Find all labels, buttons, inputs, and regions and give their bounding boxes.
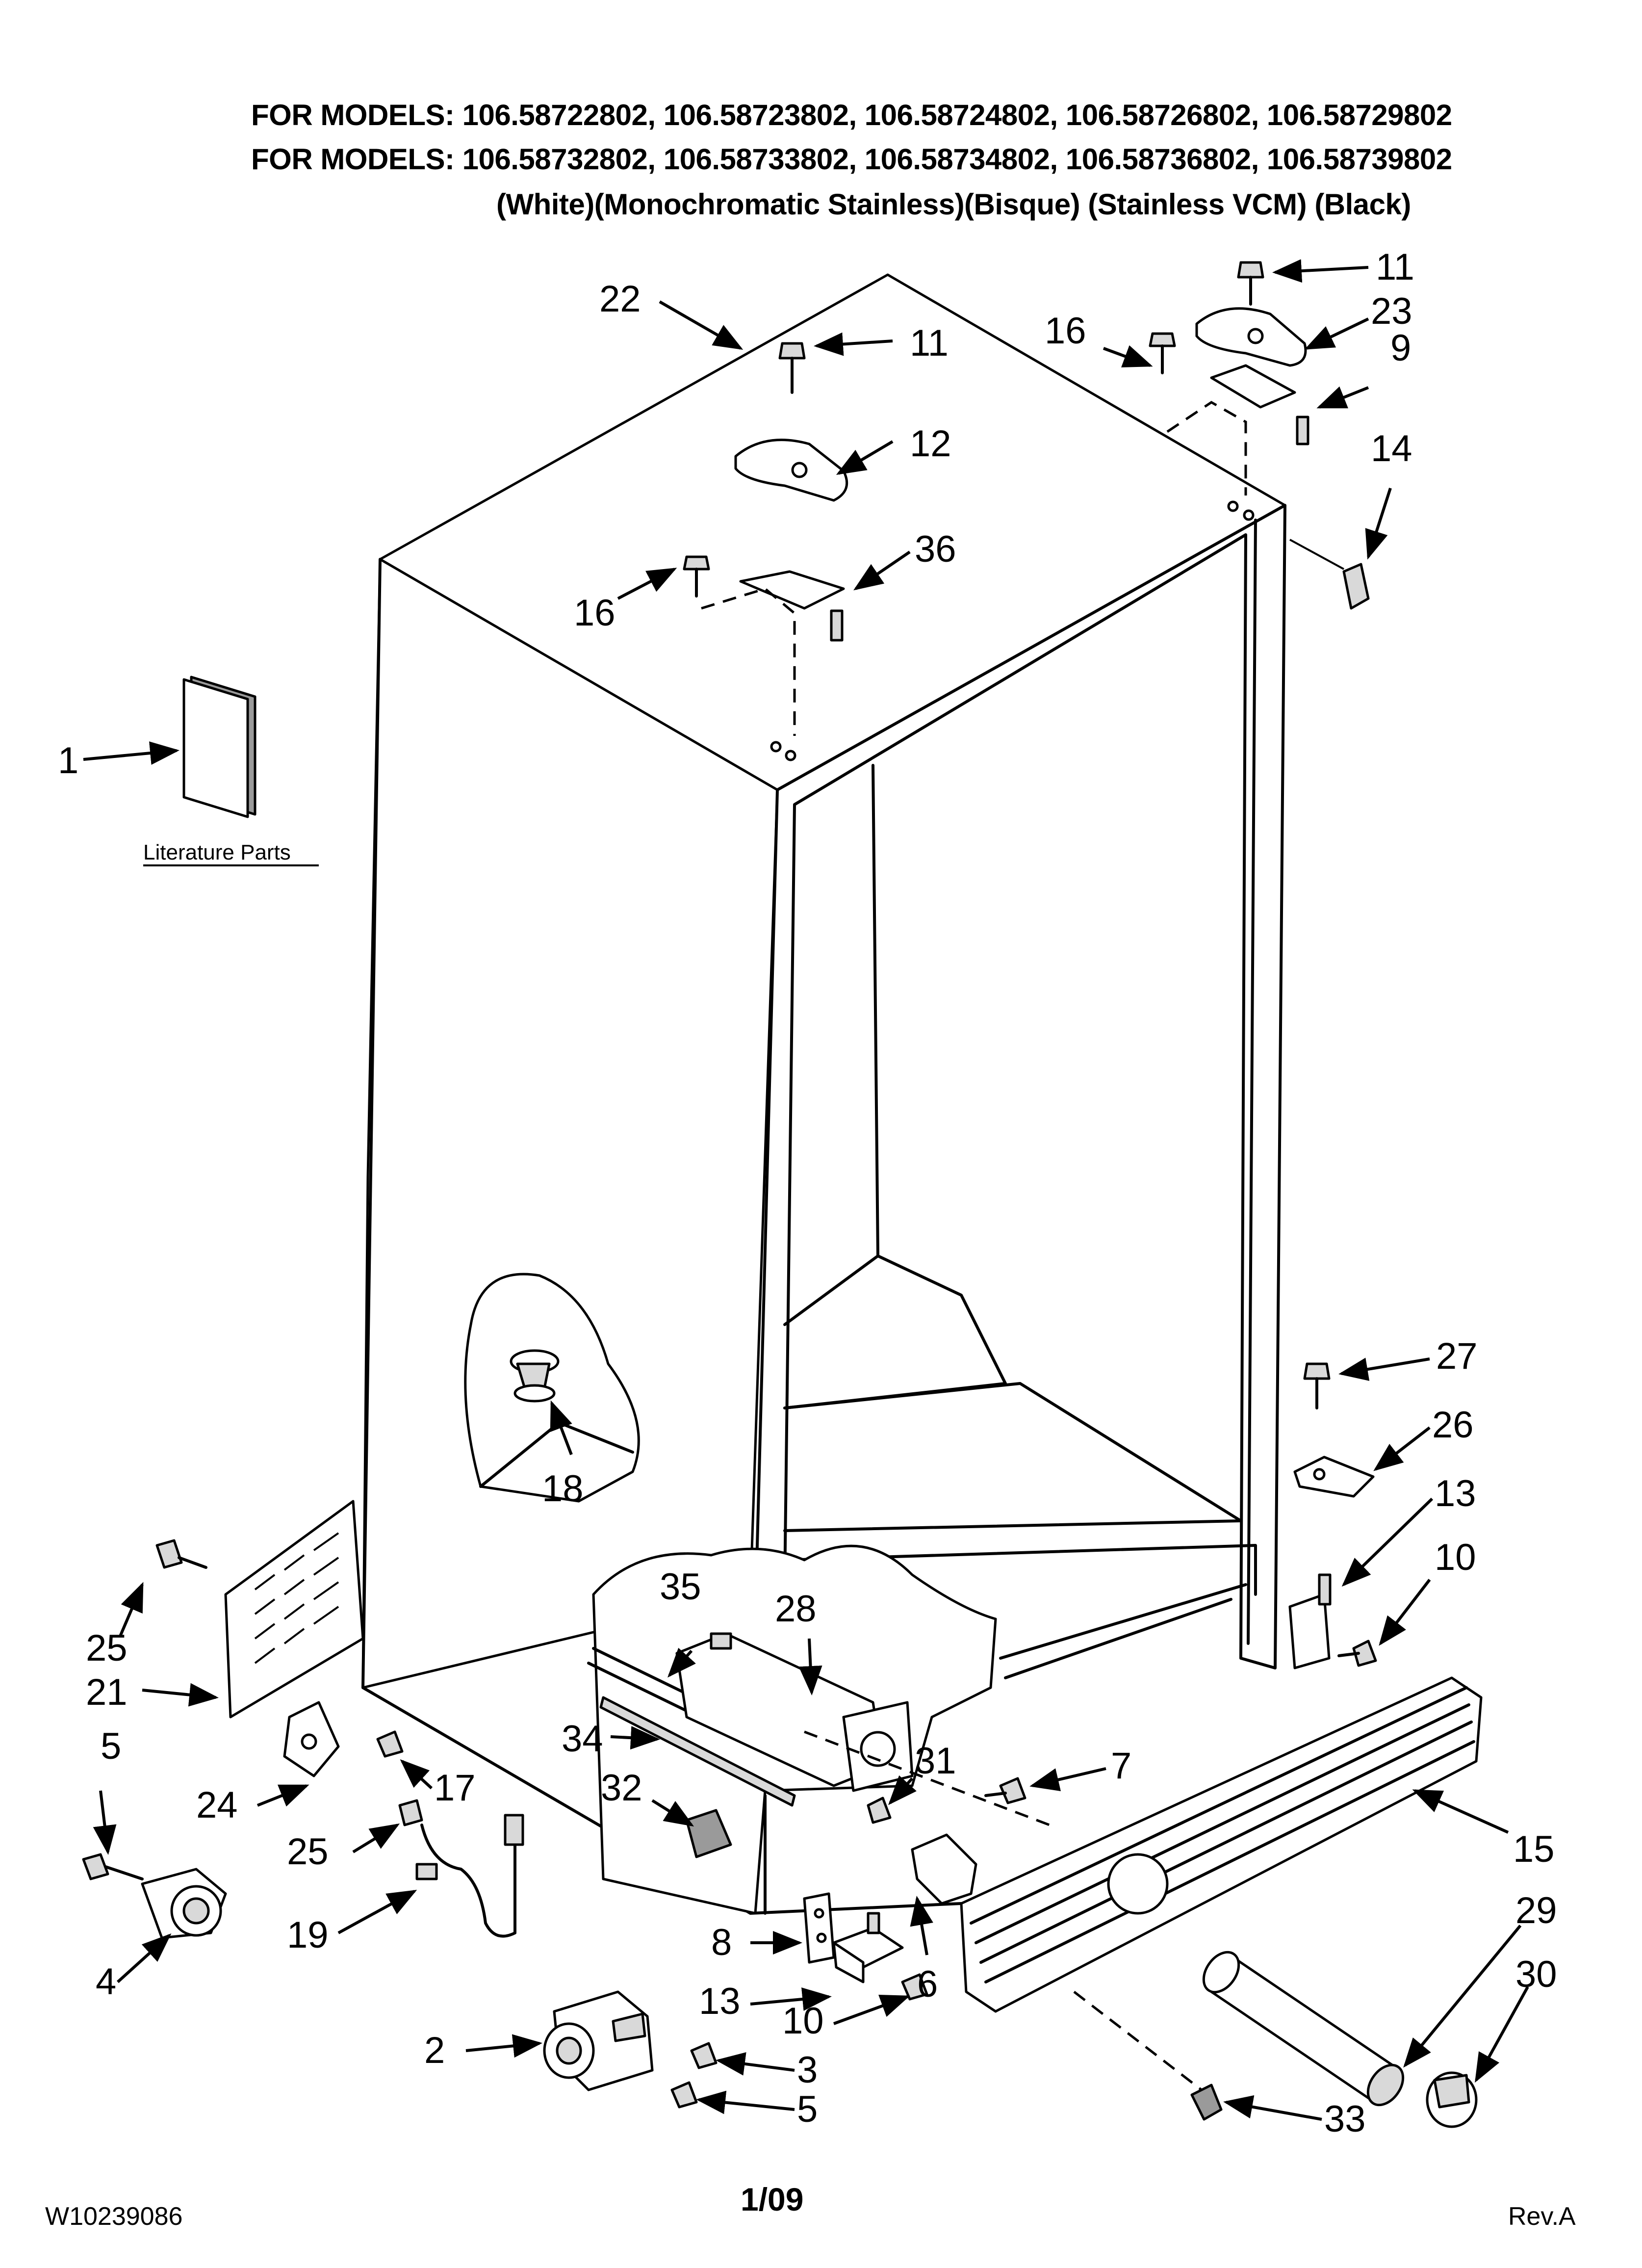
callout-31: 31 <box>915 1740 956 1782</box>
back-panel-21 <box>224 1500 364 1719</box>
screw-25-top <box>155 1539 207 1569</box>
bottom-hinge-13-right <box>1288 1573 1332 1669</box>
callout-28: 28 <box>775 1588 817 1630</box>
callout-23: 23 <box>1371 290 1412 332</box>
callout-36: 36 <box>915 528 956 570</box>
screw-16-right <box>1149 332 1176 374</box>
plug-14 <box>1342 563 1370 610</box>
hinge-cover-12 <box>734 439 848 502</box>
callout-3: 3 <box>797 2049 818 2091</box>
callout-18: 18 <box>542 1468 584 1510</box>
callout-11-left: 11 <box>910 322 949 364</box>
screw-16-left <box>683 555 710 598</box>
screw-10-right <box>1337 1640 1377 1667</box>
callout-25-bottom: 25 <box>287 1831 329 1873</box>
callout-27: 27 <box>1436 1335 1478 1377</box>
callout-24: 24 <box>196 1784 238 1826</box>
callout-13-right: 13 <box>1435 1473 1476 1514</box>
screw-11-left <box>778 342 806 394</box>
valve-inset-18 <box>464 1273 640 1503</box>
roller-assembly-2 <box>543 1990 654 2091</box>
literature-booklet-icon <box>182 676 257 818</box>
callout-11-right: 11 <box>1376 246 1414 288</box>
water-filter-29 <box>1202 1951 1405 2107</box>
hinge-pin-cover-26 <box>1293 1456 1375 1498</box>
callout-19: 19 <box>287 1914 329 1956</box>
screw-5-bottom <box>670 2081 698 2109</box>
callout-7: 7 <box>1111 1745 1131 1787</box>
screw-5-top <box>82 1853 144 1880</box>
bottom-hinge-13-left <box>832 1912 904 1983</box>
screw-25-bottom <box>398 1799 423 1826</box>
water-tube-19 <box>415 1814 524 1938</box>
roller-4 <box>141 1868 227 1939</box>
callout-16-right: 16 <box>1045 310 1086 352</box>
screw-27 <box>1303 1362 1331 1409</box>
models-line-2: FOR MODELS: 106.58732802, 106.58733802, … <box>251 143 1452 176</box>
callout-33: 33 <box>1324 2098 1366 2140</box>
callout-30: 30 <box>1515 1954 1557 1995</box>
callout-26: 26 <box>1432 1404 1474 1446</box>
screw-11-right <box>1237 261 1264 306</box>
filter-cap-30 <box>1426 2071 1478 2128</box>
callout-10-left: 10 <box>782 2000 824 2042</box>
callout-15: 15 <box>1513 1828 1555 1870</box>
callout-25-top: 25 <box>86 1627 128 1669</box>
callout-29: 29 <box>1515 1890 1557 1931</box>
revision-label: Rev.A <box>1508 2202 1576 2231</box>
hinge-cover-23 <box>1195 307 1307 367</box>
screw-31 <box>867 1797 892 1824</box>
literature-parts-label: Literature Parts <box>143 840 291 864</box>
callout-22: 22 <box>599 278 641 320</box>
shim-8 <box>803 1892 835 1964</box>
callout-10-right: 10 <box>1435 1537 1476 1578</box>
callout-13-left: 13 <box>699 1981 741 2022</box>
callout-17: 17 <box>434 1767 476 1809</box>
screw-10-left <box>901 1973 928 2001</box>
filter-head-6 <box>911 1833 977 1905</box>
callout-5-top: 5 <box>101 1725 121 1767</box>
screw-17 <box>376 1730 404 1758</box>
callout-5-bottom: 5 <box>797 2088 818 2130</box>
color-variants-line: (White)(Monochromatic Stainless)(Bisque)… <box>496 188 1411 221</box>
callout-6: 6 <box>917 1963 938 2005</box>
base-grille-15 <box>960 1676 1483 2013</box>
bypass-plug-33 <box>1190 2084 1223 2121</box>
callout-34: 34 <box>562 1718 603 1760</box>
bracket-24 <box>283 1701 340 1777</box>
document-number: W10239086 <box>45 2202 183 2231</box>
models-line-1: FOR MODELS: 106.58722802, 106.58723802, … <box>251 99 1452 131</box>
hinge-bracket-36 <box>739 570 845 642</box>
page-date: 1/09 <box>741 2181 804 2217</box>
callout-21: 21 <box>86 1671 128 1713</box>
callout-4: 4 <box>96 1961 116 2003</box>
callout-14: 14 <box>1371 428 1412 469</box>
callout-16-left: 16 <box>574 592 616 634</box>
callout-8: 8 <box>711 1922 732 1963</box>
callout-9: 9 <box>1390 327 1411 369</box>
callout-12: 12 <box>910 423 951 465</box>
callout-2: 2 <box>424 2030 445 2071</box>
leader-arrows <box>83 259 1529 2121</box>
callout-32: 32 <box>601 1767 642 1809</box>
callout-1: 1 <box>58 740 78 782</box>
screw-3 <box>690 2042 718 2069</box>
callout-35: 35 <box>660 1566 701 1608</box>
hinge-bracket-9 <box>1210 364 1309 445</box>
screw-7 <box>984 1777 1026 1804</box>
callout-labels: 1 22 11 12 16 36 16 11 23 9 14 18 27 26 … <box>58 246 1557 2140</box>
